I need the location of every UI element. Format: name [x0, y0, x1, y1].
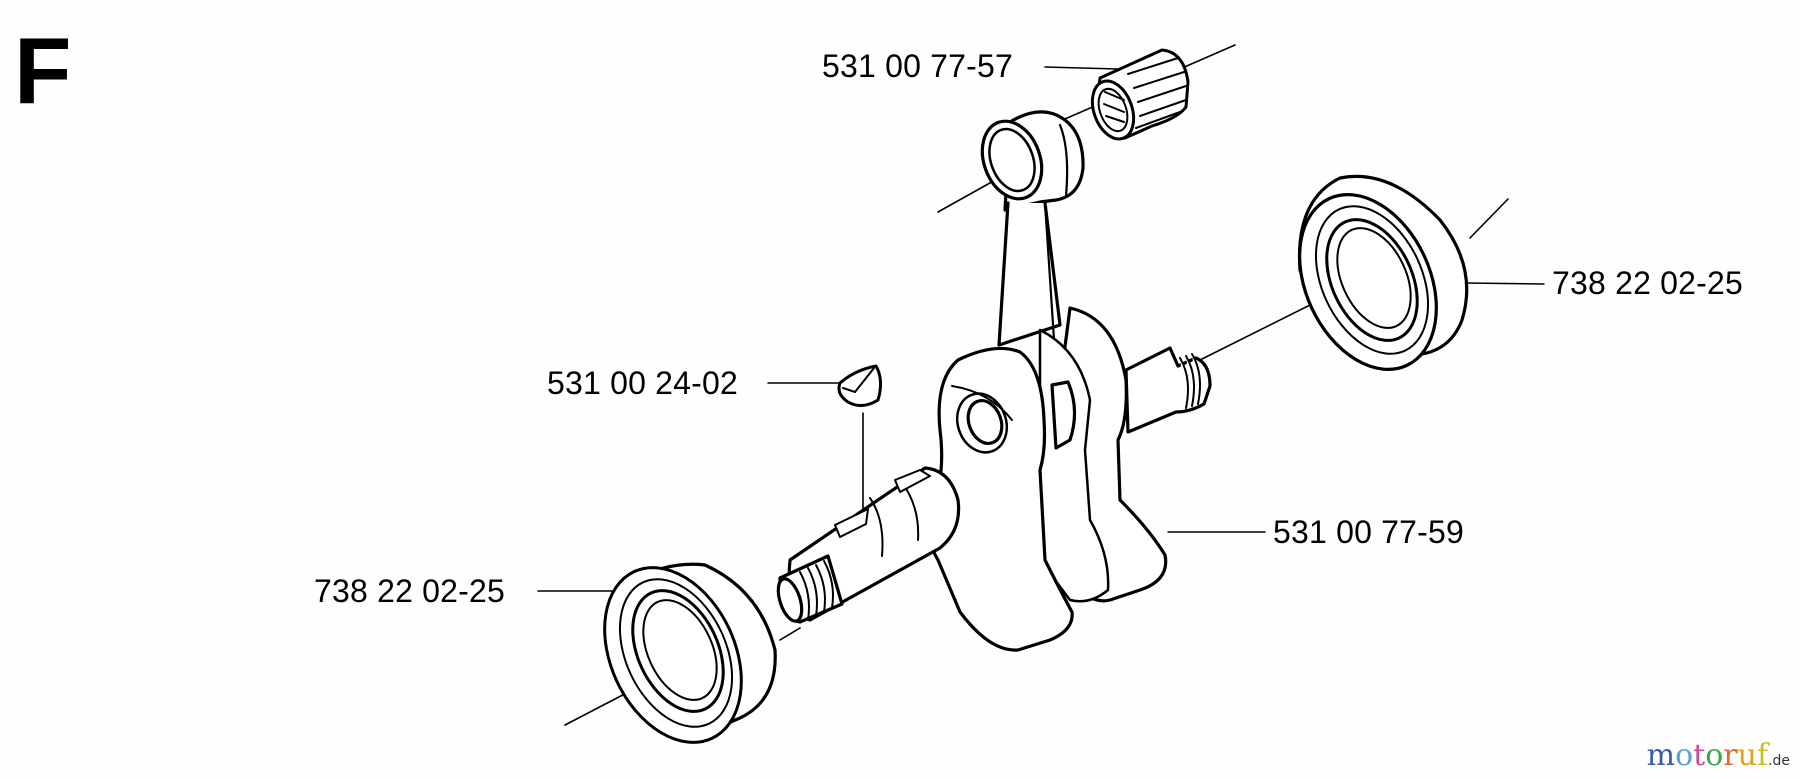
- watermark-letter: r: [1723, 738, 1738, 773]
- needle-bearing-part: [1090, 48, 1190, 141]
- section-letter: F: [14, 18, 72, 123]
- motoruf-watermark-logo: motoruf.de: [1647, 741, 1790, 771]
- callout-main-bearing-right: 738 22 02-25: [1552, 265, 1744, 301]
- watermark-letter: m: [1646, 738, 1676, 773]
- main-bearing-right-part: [1297, 174, 1469, 372]
- watermark-letter: o: [1675, 738, 1694, 773]
- woodruff-key-part: [837, 364, 883, 407]
- callout-woodruff-key: 531 00 24-02: [547, 365, 739, 401]
- watermark-letter: t: [1693, 738, 1706, 773]
- connecting-rod-part: [980, 110, 1085, 402]
- crankshaft-part: [776, 306, 1212, 652]
- callout-needle-bearing: 531 00 77-57: [822, 48, 1014, 84]
- callout-crankshaft: 531 00 77-59: [1273, 514, 1465, 550]
- watermark-tld: .de: [1768, 753, 1790, 769]
- leader-lines: [537, 66, 1545, 592]
- watermark-letter: u: [1737, 738, 1757, 773]
- watermark-letter: f: [1756, 738, 1769, 773]
- callout-main-bearing-left: 738 22 02-25: [314, 573, 506, 609]
- main-bearing-left-part: [603, 562, 777, 744]
- watermark-letter: o: [1705, 738, 1724, 773]
